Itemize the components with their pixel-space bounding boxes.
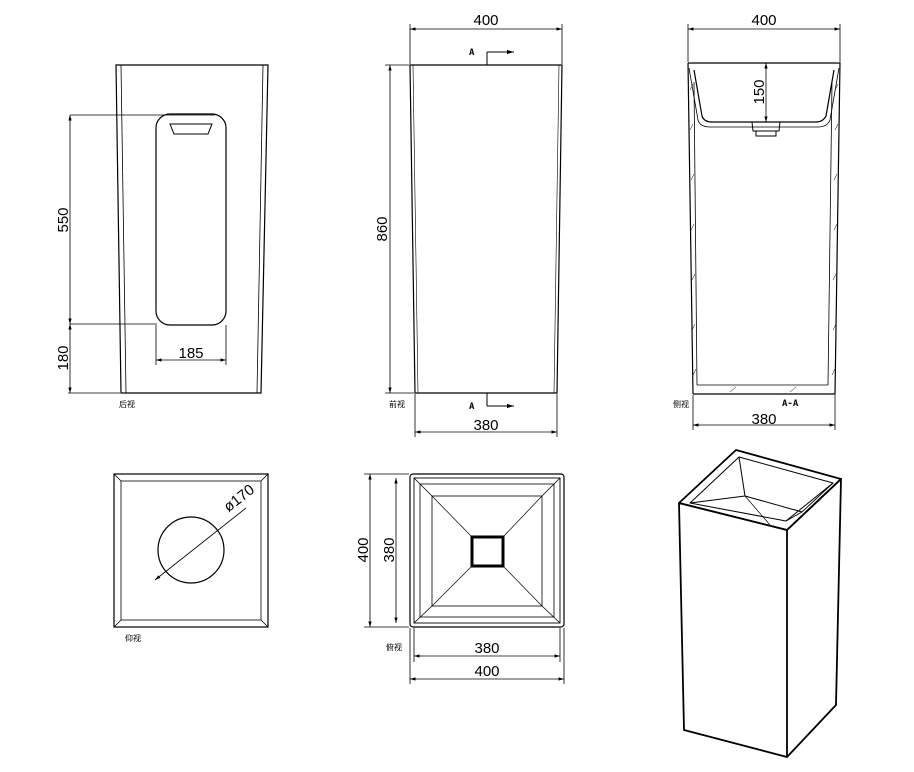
top-dim-400-vertical: 400 — [355, 537, 372, 562]
back-opening — [155, 113, 227, 326]
bottom-dim-diameter: ø170 — [221, 481, 258, 515]
top-view-label: 俯视 — [386, 642, 402, 652]
back-dim-550: 550 — [55, 207, 72, 232]
top-outer-square — [409, 473, 565, 628]
top-drain-square — [470, 535, 505, 568]
side-dim-380: 380 — [751, 411, 776, 428]
back-dim-185: 185 — [178, 345, 203, 362]
back-dim-180: 180 — [55, 345, 72, 370]
side-view-label: 侧视 — [673, 399, 689, 409]
drain — [751, 121, 781, 137]
front-view-outline — [409, 64, 563, 394]
front-section-mark-bottom: A — [469, 402, 475, 412]
front-section-mark-top: A — [469, 48, 475, 58]
front-dim-400: 400 — [473, 12, 498, 29]
front-dim-380: 380 — [473, 417, 498, 434]
side-outer-outline — [688, 62, 841, 395]
bottom-view — [113, 473, 269, 628]
overflow-slot — [169, 123, 213, 135]
drain-hole-circle — [157, 516, 225, 584]
iso-front-face — [678, 502, 788, 758]
side-dim-400: 400 — [751, 12, 776, 29]
front-view-label: 前视 — [389, 399, 405, 409]
basin-profile — [693, 69, 835, 123]
front-view — [385, 24, 563, 437]
section-name: A-A — [782, 399, 799, 409]
front-dim-860: 860 — [374, 216, 391, 241]
side-dim-150: 150 — [751, 79, 768, 104]
back-view-label: 后视 — [119, 399, 135, 409]
top-dim-400-horizontal: 400 — [474, 663, 499, 680]
top-dim-380-vertical: 380 — [381, 537, 398, 562]
back-view — [68, 64, 269, 394]
back-view-outline — [115, 64, 269, 394]
bottom-outer-square — [113, 473, 269, 628]
isometric-view — [678, 449, 842, 758]
iso-right-face — [786, 478, 842, 758]
side-section-view — [687, 24, 841, 430]
top-view — [364, 473, 565, 684]
top-dim-380-horizontal: 380 — [474, 640, 499, 657]
bottom-view-label: 仰视 — [125, 633, 141, 643]
